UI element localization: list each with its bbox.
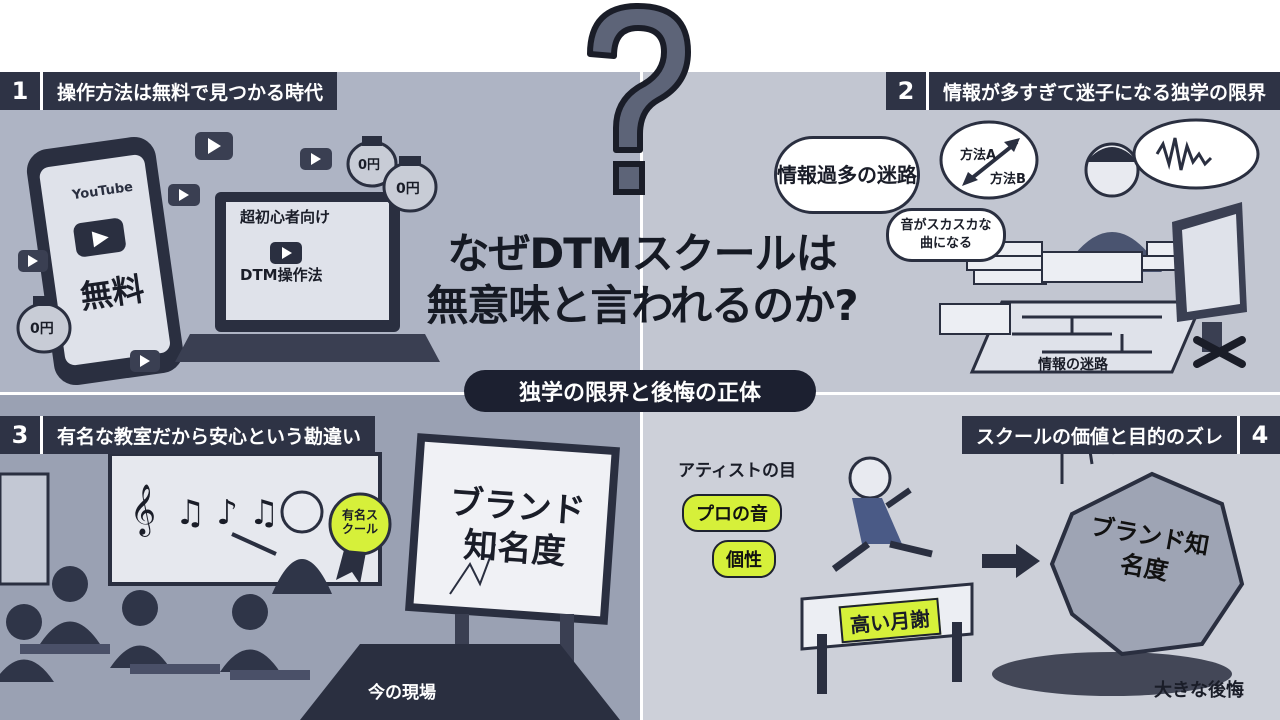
maze-icon bbox=[969, 300, 1205, 374]
badge-icon bbox=[328, 492, 392, 584]
current-site-label: 今の現場 bbox=[368, 683, 436, 703]
arrow-right-icon bbox=[982, 544, 1040, 578]
laptop-line-2: DTM操作法 bbox=[240, 266, 323, 284]
monitor-icon bbox=[1172, 202, 1247, 352]
method-arrow-icon bbox=[939, 120, 1039, 200]
panel-2-title-text: 情報が多すぎて迷子になる独学の限界 bbox=[942, 81, 1266, 104]
sound-bubble: 音がスカスカな曲になる bbox=[886, 208, 1006, 262]
floor-shadow bbox=[300, 644, 620, 720]
svg-text:♫ ♪ ♫: ♫ ♪ ♫ bbox=[175, 493, 279, 533]
subtitle-pill: 独学の限界と後悔の正体 bbox=[464, 370, 816, 412]
desks-icon bbox=[20, 644, 310, 680]
main-title-line-2: 無意味と言われるのか? bbox=[426, 281, 858, 330]
coin-label-1: 0円 bbox=[358, 158, 381, 173]
panel-1-number: 1 bbox=[0, 72, 43, 110]
maze-label: 情報の迷路 bbox=[1038, 357, 1108, 373]
running-person-icon bbox=[831, 456, 933, 572]
students-icon bbox=[0, 566, 280, 682]
artist-eye-label: アティストの目 bbox=[678, 461, 796, 481]
coin-label-3: 0円 bbox=[30, 321, 54, 337]
window-icon bbox=[0, 472, 50, 586]
pro-sound-tag: プロの音 bbox=[682, 494, 782, 532]
panel-1-title: 1 操作方法は無料で見つかる時代 bbox=[0, 72, 338, 110]
famous-school-badge: 有名スクール bbox=[341, 508, 378, 536]
panel-4: アティストの目 プロの音 個性 高い月謝 ブランド知名度 大きな後悔 bbox=[642, 394, 1280, 720]
panel-2-illustration bbox=[939, 118, 1260, 374]
panel-2: 情報過多の迷路 方法A 方法B 音がスカスカな曲になる 情報の迷路 bbox=[642, 72, 1280, 394]
boulder-icon bbox=[1049, 427, 1245, 657]
svg-text:𝄞: 𝄞 bbox=[130, 484, 156, 537]
phone-free-label: 無料 bbox=[77, 269, 147, 317]
brand-sign-text: ブランド知名度 bbox=[448, 482, 587, 573]
method-b-label: 方法B bbox=[990, 172, 1026, 187]
panel-1-title-text: 操作方法は無料で見つかる時代 bbox=[57, 81, 324, 104]
money-bag-icons bbox=[16, 136, 438, 354]
main-title: なぜDTMスクールは 無意味と言われるのか? bbox=[392, 228, 892, 332]
teacher-icon bbox=[231, 490, 332, 594]
big-regret-label: 大きな後悔 bbox=[1154, 680, 1244, 701]
individuality-tag: 個性 bbox=[712, 540, 776, 578]
panel-4-number: 4 bbox=[1237, 416, 1280, 454]
question-mark-icon bbox=[587, 3, 691, 195]
cross-mark-icon bbox=[1193, 336, 1246, 368]
panel-4-title: スクールの価値と目的のズレ 4 bbox=[961, 416, 1280, 454]
laptop-icon bbox=[175, 192, 440, 362]
panel-3-illustration: 𝄞 ♫ ♪ ♫ bbox=[0, 433, 620, 720]
panel-1: YouTube 無料 超初心者向け DTM操作法 0円 0円 0円 bbox=[0, 72, 642, 394]
panel-4-title-text: スクールの価値と目的のズレ bbox=[975, 425, 1223, 448]
panel-2-title: 2 情報が多すぎて迷子になる独学の限界 bbox=[885, 72, 1280, 110]
boulder-shadow bbox=[992, 652, 1232, 696]
method-a-label: 方法A bbox=[960, 148, 997, 163]
sound-bubble-icon bbox=[1132, 118, 1260, 190]
coin-label-2: 0円 bbox=[396, 181, 420, 197]
panel-1-illustration bbox=[16, 132, 440, 386]
panel-3-number: 3 bbox=[0, 416, 43, 454]
main-title-line-1: なぜDTMスクールは bbox=[447, 229, 837, 278]
panel-3-title-text: 有名な教室だから安心という勘違い bbox=[57, 425, 362, 448]
panel-3-title: 3 有名な教室だから安心という勘違い bbox=[0, 416, 376, 454]
panel-2-number: 2 bbox=[886, 72, 929, 110]
info-overload-bubble: 情報過多の迷路 bbox=[774, 136, 920, 214]
laptop-line-1: 超初心者向け bbox=[240, 208, 331, 226]
